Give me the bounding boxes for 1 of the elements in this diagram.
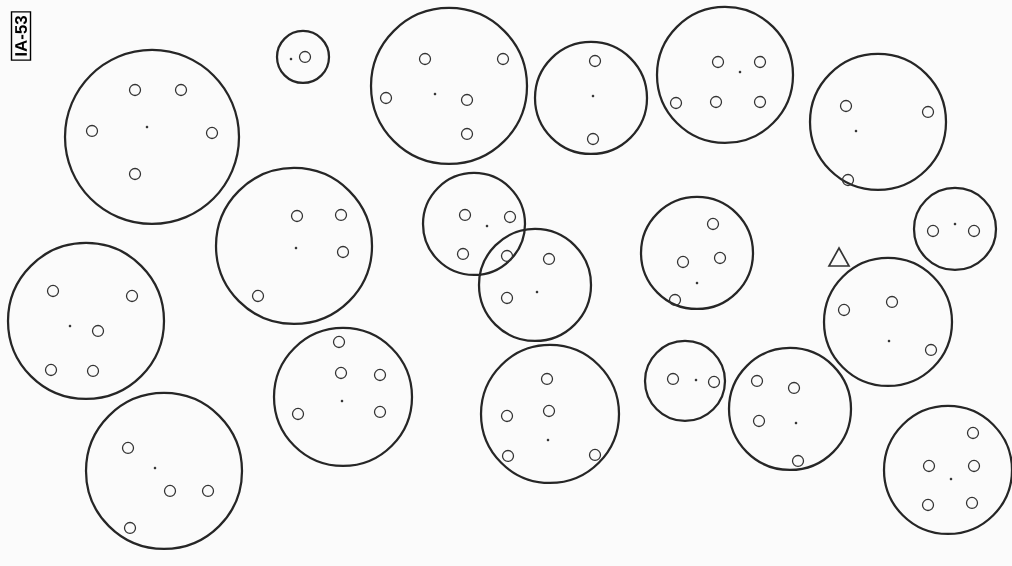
label-box: IA-53 [10,11,32,61]
